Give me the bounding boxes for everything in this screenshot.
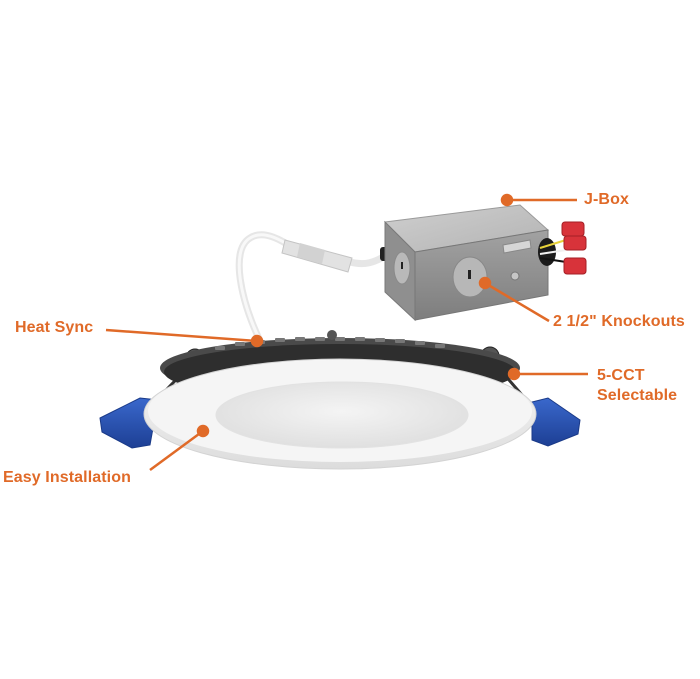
label-heat-sync: Heat Sync <box>15 319 94 336</box>
callout-dot-easy-install <box>196 424 210 438</box>
label-easy-installation: Easy Installation <box>3 469 131 486</box>
light-fixture <box>143 358 537 470</box>
label-cct-line2: Selectable <box>597 387 678 404</box>
callout-dot-heat-sync <box>250 334 264 348</box>
callout-dot-cct <box>507 367 521 381</box>
callout-line-knockouts <box>484 281 550 323</box>
inline-connector <box>281 239 390 273</box>
callout-line-easy-install <box>149 429 204 472</box>
wire-nut-connectors <box>561 221 587 275</box>
callout-dot-j-box <box>500 193 514 207</box>
label-knockouts: 2 1/2" Knockouts <box>553 313 685 330</box>
label-cct: 5-CCT Selectable <box>597 366 677 406</box>
label-j-box: J-Box <box>584 191 629 208</box>
callout-dot-knockouts <box>478 276 492 290</box>
junction-box <box>383 204 567 322</box>
callout-line-heat-sync <box>105 328 258 343</box>
callout-lines <box>105 193 588 472</box>
label-cct-line1: 5-CCT <box>597 367 645 384</box>
